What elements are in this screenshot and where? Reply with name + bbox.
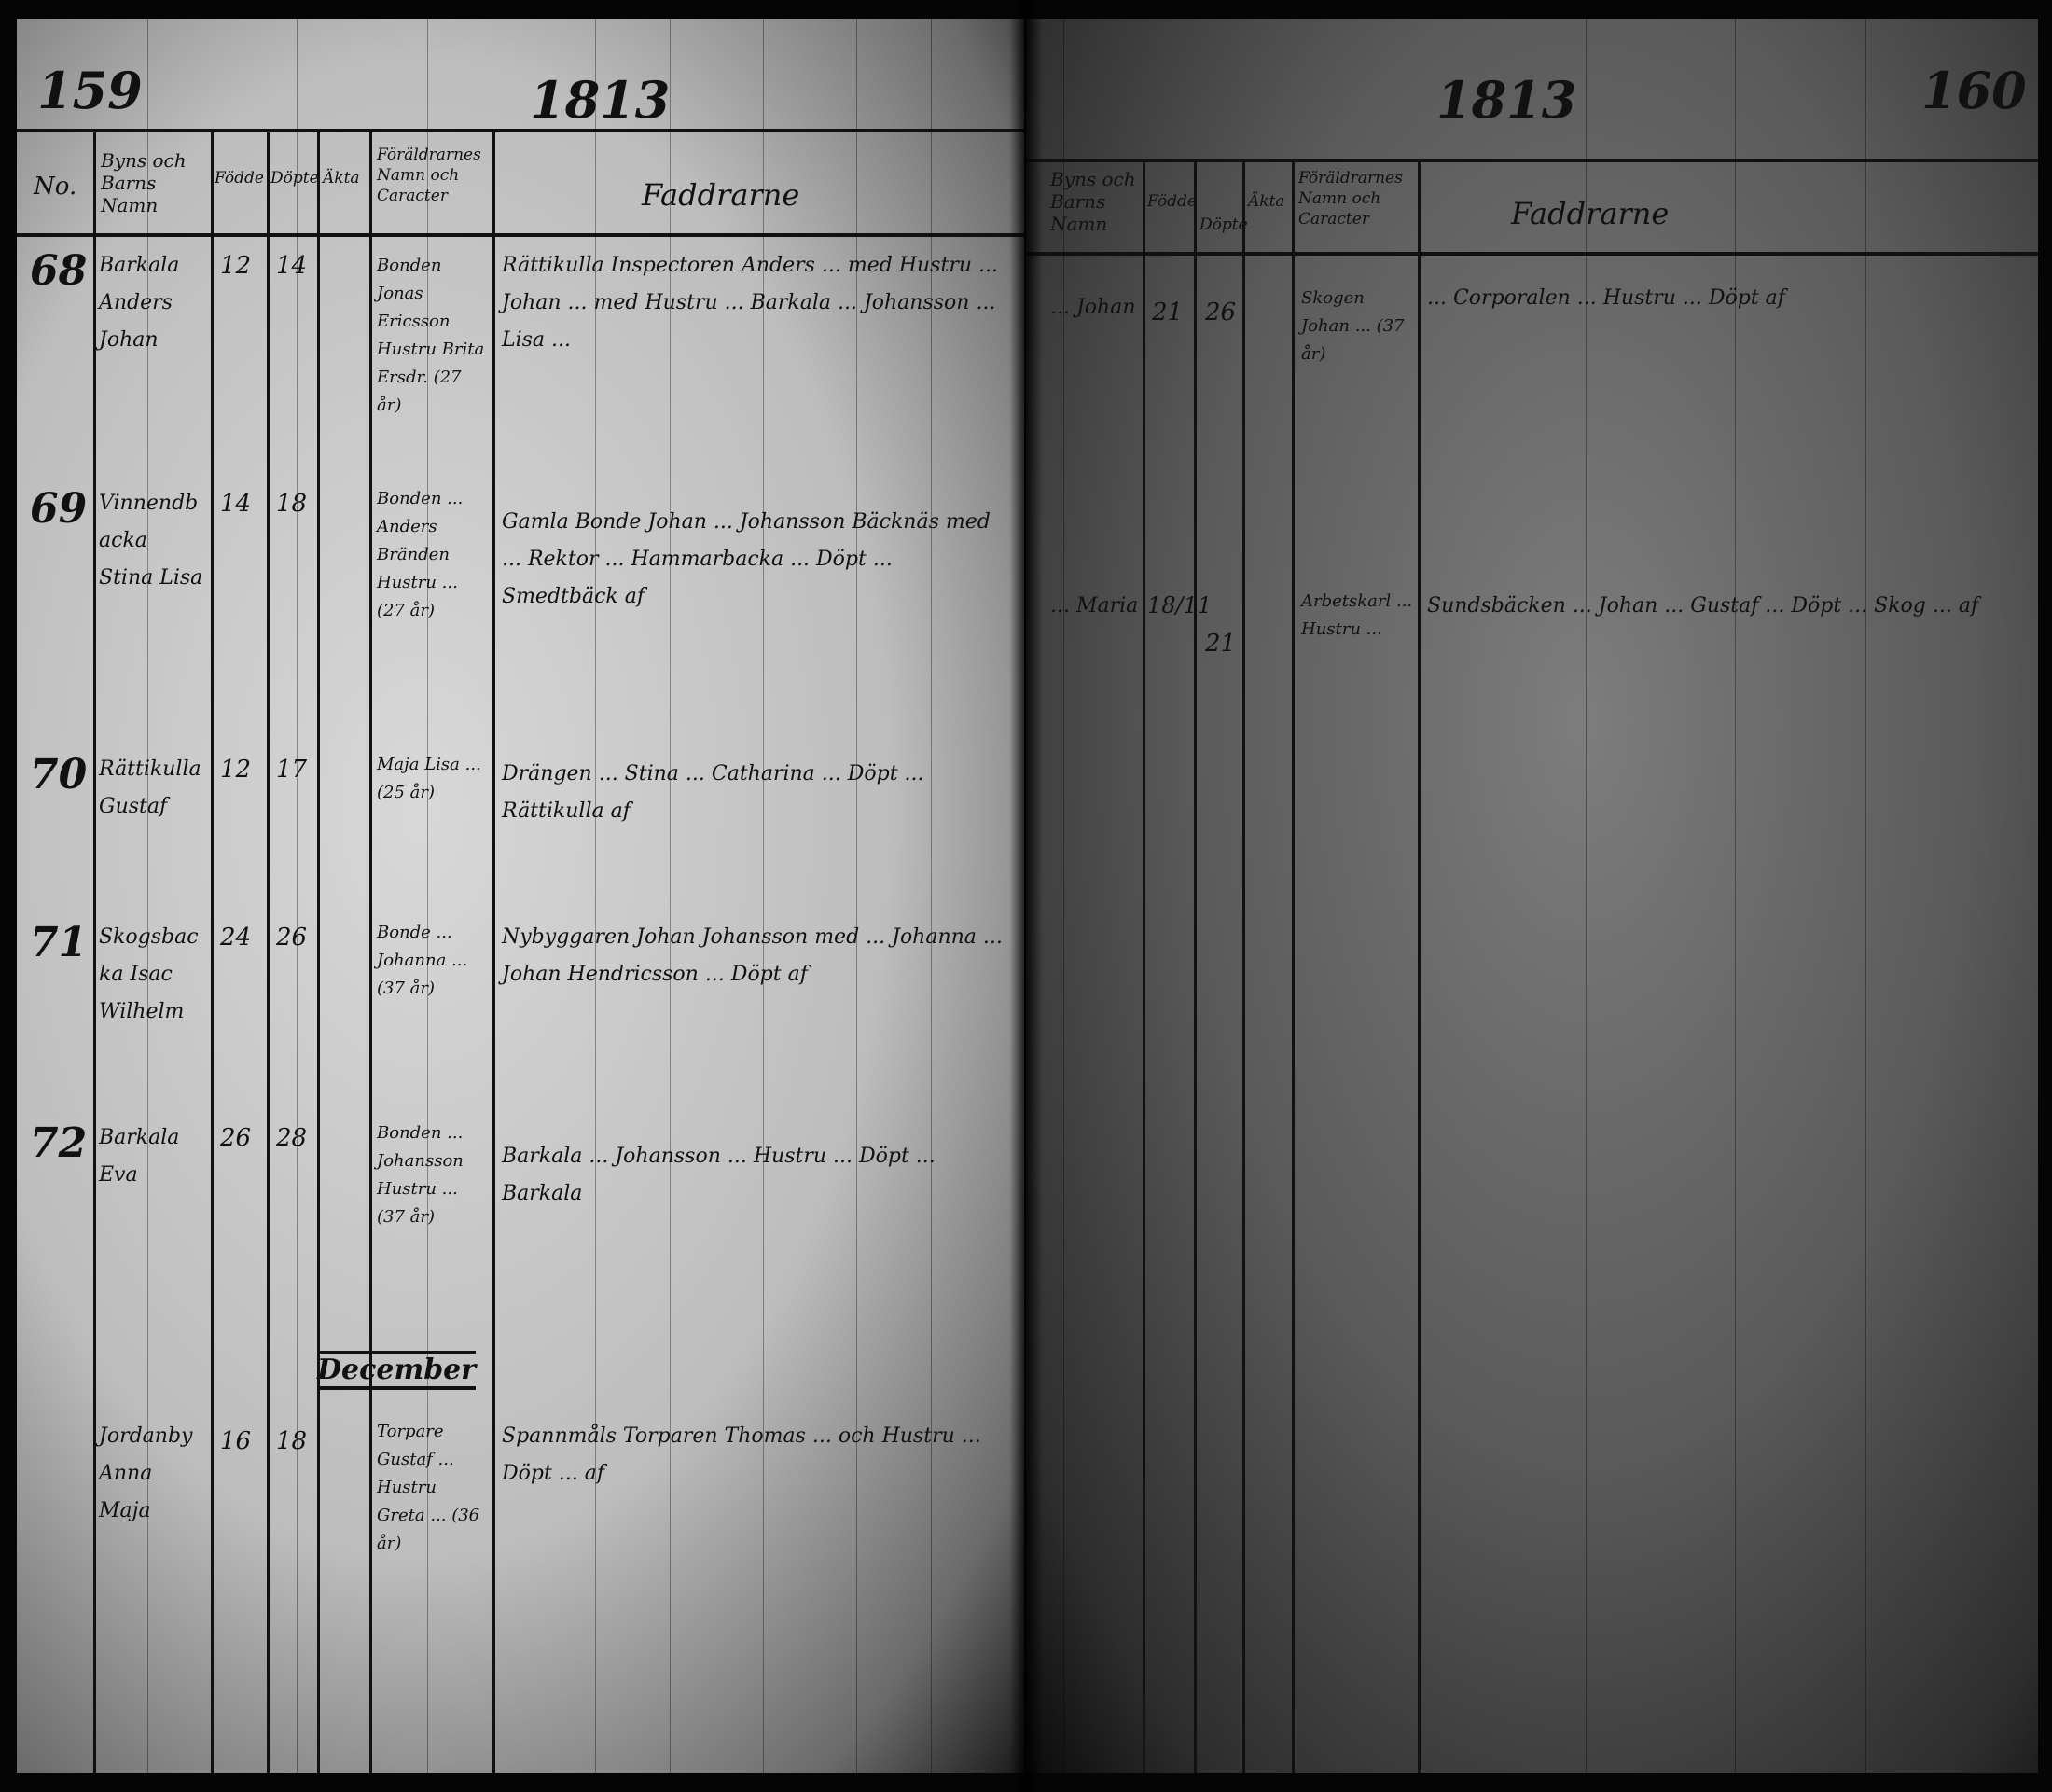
year-heading: 1813 — [530, 70, 671, 130]
year-heading: 1813 — [1436, 70, 1577, 130]
entry-number: 70 — [30, 751, 88, 799]
sponsors: Rättikulla Inspectoren Anders ... med Hu… — [502, 254, 998, 352]
column-divider — [211, 129, 214, 1773]
left-page: 159 1813 No. Byns och Barns Namn Födde D… — [17, 19, 1024, 1773]
header-sponsors: Faddrarne — [1511, 196, 1670, 231]
baptized-day: 26 — [276, 924, 308, 952]
child-name: Barkala Eva — [99, 1126, 180, 1187]
page-number: 159 — [37, 61, 143, 120]
child-name: ... Maria — [1050, 594, 1139, 618]
header-baptized: Döpte — [270, 169, 319, 188]
column-divider — [1418, 159, 1421, 1773]
column-divider — [1143, 159, 1145, 1773]
entry-number: 72 — [30, 1119, 88, 1167]
born-day: 12 — [220, 756, 252, 784]
sponsors: ... Corporalen ... Hustru ... Döpt af — [1427, 286, 1785, 310]
child-name: Barkala Anders Johan — [99, 254, 180, 352]
parents: Bonden ... Johansson Hustru ... (37 år) — [377, 1123, 464, 1227]
entry-number: 69 — [30, 485, 88, 533]
header-bottom-rule — [1026, 252, 2038, 256]
parents: Maja Lisa ... (25 år) — [377, 755, 481, 802]
parents: Bonden Jonas Ericsson Hustru Brita Ersdr… — [377, 256, 485, 415]
child-name: ... Johan — [1050, 296, 1136, 319]
column-divider — [93, 129, 96, 1773]
baptized-day: 26 — [1205, 299, 1237, 326]
parents: Bonden ... Anders Bränden Hustru ... (27… — [377, 489, 464, 620]
entry-number: 71 — [30, 919, 88, 966]
born-day: 12 — [220, 252, 252, 280]
baptized-day: 18 — [276, 490, 308, 518]
column-divider — [1194, 159, 1197, 1773]
born-day: 14 — [220, 490, 252, 518]
baptized-day: 17 — [276, 756, 308, 784]
column-divider — [267, 129, 270, 1773]
header-born: Födde — [215, 169, 264, 188]
page-number: 160 — [1921, 61, 2027, 120]
child-name: Vinnendbacka Stina Lisa — [99, 492, 203, 590]
parents: Skogen Johan ... (37 år) — [1301, 288, 1405, 364]
born-day: 16 — [220, 1427, 252, 1455]
born-day: 18/11 — [1147, 592, 1213, 618]
baptized-day: 14 — [276, 252, 308, 280]
sponsors: Nybyggaren Johan Johansson med ... Johan… — [502, 925, 1003, 986]
column-divider — [317, 129, 320, 1773]
header-parents: Föräldrarnes Namn och Caracter — [377, 146, 481, 205]
header-col3: Äkta — [323, 169, 360, 188]
sponsors: Barkala ... Johansson ... Hustru ... Döp… — [502, 1145, 936, 1205]
header-baptized: Döpte — [1199, 215, 1248, 234]
column-divider — [369, 129, 372, 1773]
baptized-day: 28 — [276, 1124, 308, 1152]
sponsors: Drängen ... Stina ... Catharina ... Döpt… — [502, 762, 924, 823]
born-day: 26 — [220, 1124, 252, 1152]
baptized-day: 21 — [1205, 630, 1237, 658]
born-day: 24 — [220, 924, 252, 952]
entry-number: 68 — [30, 247, 88, 295]
parents: Bonde ... Johanna ... (37 år) — [377, 923, 468, 998]
header-names: Byns och Barns Namn — [101, 149, 187, 216]
born-day: 21 — [1152, 299, 1184, 326]
sponsors: Sundsbäcken ... Johan ... Gustaf ... Döp… — [1427, 594, 1979, 618]
child-name: Skogsbacka Isac Wilhelm — [99, 925, 199, 1023]
header-no: No. — [34, 173, 77, 201]
header-top-rule — [1026, 159, 2038, 162]
header-col3: Äkta — [1248, 192, 1285, 211]
month-label: December — [317, 1351, 477, 1390]
header-sponsors: Faddrarne — [642, 177, 800, 213]
column-divider — [492, 129, 495, 1773]
header-bottom-rule — [17, 233, 1024, 237]
parents: Torpare Gustaf ... Hustru Greta ... (36 … — [377, 1422, 480, 1553]
parents: Arbetskarl ... Hustru ... — [1301, 591, 1413, 639]
book-gutter-shadow — [1009, 0, 1043, 1792]
right-page: 1813 160 Byns och Barns Namn Födde Döpte… — [1026, 19, 2038, 1773]
sponsors: Gamla Bonde Johan ... Johansson Bäcknäs … — [502, 510, 991, 608]
header-top-rule — [17, 129, 1024, 132]
header-born: Födde — [1147, 192, 1197, 211]
header-names: Byns och Barns Namn — [1050, 168, 1136, 235]
child-name: Rättikulla Gustaf — [99, 757, 201, 818]
column-divider — [1292, 159, 1295, 1773]
child-name: Jordanby Anna Maja — [99, 1424, 193, 1522]
header-parents: Föräldrarnes Namn och Caracter — [1298, 169, 1403, 229]
sponsors: Spannmåls Torparen Thomas ... och Hustru… — [502, 1424, 981, 1485]
baptized-day: 18 — [276, 1427, 308, 1455]
column-divider — [1242, 159, 1245, 1773]
